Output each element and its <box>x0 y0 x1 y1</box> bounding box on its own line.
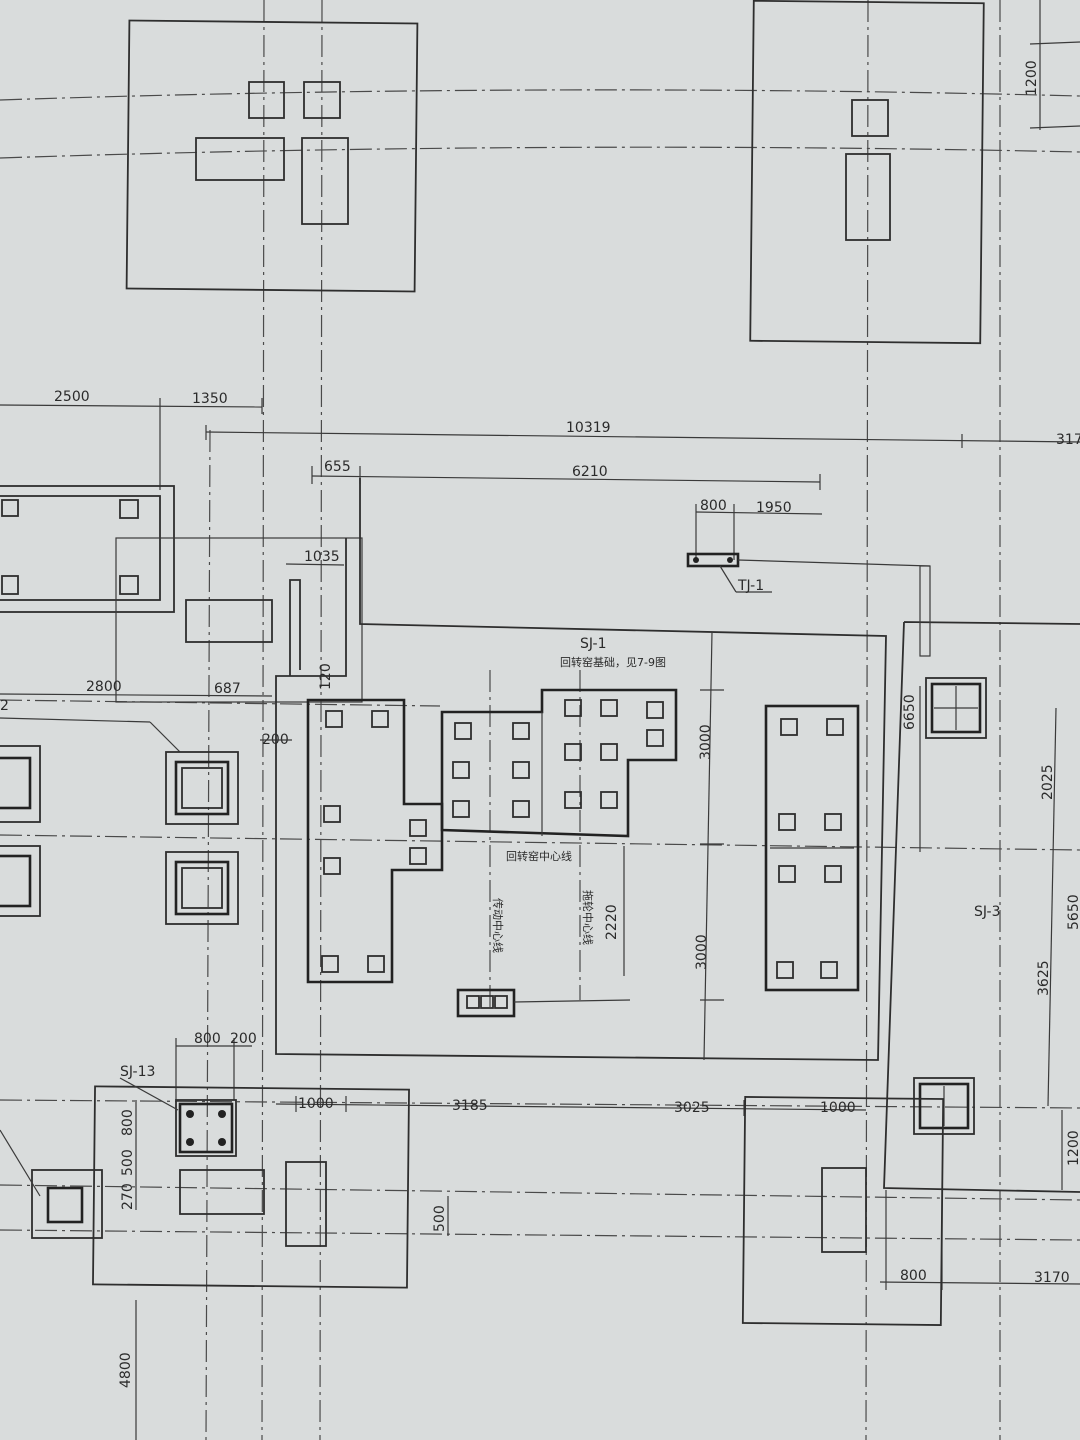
dim-3000-lower: 3000 <box>694 934 710 970</box>
dim-10319: 10319 <box>566 420 611 436</box>
sj1-label: SJ-1 <box>580 636 606 652</box>
dim-2800: 2800 <box>86 679 122 695</box>
sj13-label: SJ-13 <box>120 1064 155 1080</box>
dim-5650: 5650 <box>1066 894 1080 930</box>
bottom-right-foundation <box>741 1096 945 1326</box>
sj3-label: SJ-3 <box>974 904 1000 920</box>
dim-500-right: 500 <box>432 1205 448 1232</box>
drive-centerline-label: 传动中心线 <box>491 898 505 953</box>
dim-top-right: 1200 <box>1024 0 1080 130</box>
bottom-left-foundation: SJ-13 <box>0 1064 410 1289</box>
dim-3625: 3625 <box>1036 960 1052 996</box>
left-pier-foundations <box>0 745 239 925</box>
dim-chain-upper: 2500 1350 10319 317 655 6210 800 1950 10… <box>0 389 1080 566</box>
dim-2220: 2220 <box>604 904 620 940</box>
dim-317: 317 <box>1056 432 1080 448</box>
dim-2025: 2025 <box>1040 764 1056 800</box>
dim-3025: 3025 <box>674 1100 710 1116</box>
sj1-foundation: SJ-1 回转窑基础，见7-9图 <box>275 478 887 1061</box>
dim-2: 2 <box>0 698 9 714</box>
dim-200-sj13: 200 <box>230 1031 257 1047</box>
dim-800-bottom: 800 <box>900 1268 927 1284</box>
dim-6210: 6210 <box>572 464 608 480</box>
sj3-foundation: SJ-3 6650 2025 3625 5650 <box>883 565 1080 1193</box>
dim-1000-right: 1000 <box>820 1100 856 1116</box>
dim-4800: 4800 <box>118 1352 134 1388</box>
dim-800-vertical: 800 <box>120 1109 136 1136</box>
top-right-foundation <box>749 0 985 345</box>
dim-3000-upper: 3000 <box>698 724 714 760</box>
sj1-note: 回转窑基础，见7-9图 <box>560 655 666 669</box>
dim-800-sj13: 800 <box>194 1031 221 1047</box>
dim-270: 270 <box>120 1183 136 1210</box>
dim-1950: 1950 <box>756 500 792 516</box>
tj1-foundation: TJ-1 <box>686 552 931 594</box>
top-left-foundation <box>125 19 419 293</box>
dim-500-sj13: 500 <box>120 1149 136 1176</box>
dim-655: 655 <box>324 459 351 475</box>
dim-800-tj1: 800 <box>700 498 727 514</box>
dim-687: 687 <box>214 681 241 697</box>
vertical-note-label: 拖轮中心线 <box>581 890 595 945</box>
dim-1000-left: 1000 <box>298 1096 334 1112</box>
dim-6650: 6650 <box>902 694 918 730</box>
kiln-centerline-label: 回转窑中心线 <box>506 849 572 863</box>
left-upper-foundation <box>0 485 363 703</box>
dim-1035: 1035 <box>304 549 340 565</box>
dim-2500: 2500 <box>54 389 90 405</box>
dim-1200-bottom: 1200 <box>1066 1130 1080 1166</box>
dim-1350: 1350 <box>192 391 228 407</box>
dim-3185: 3185 <box>452 1098 488 1114</box>
tj1-label: TJ-1 <box>737 578 764 594</box>
dim-3170: 3170 <box>1034 1270 1070 1286</box>
dim-1200-top: 1200 <box>1024 60 1040 96</box>
